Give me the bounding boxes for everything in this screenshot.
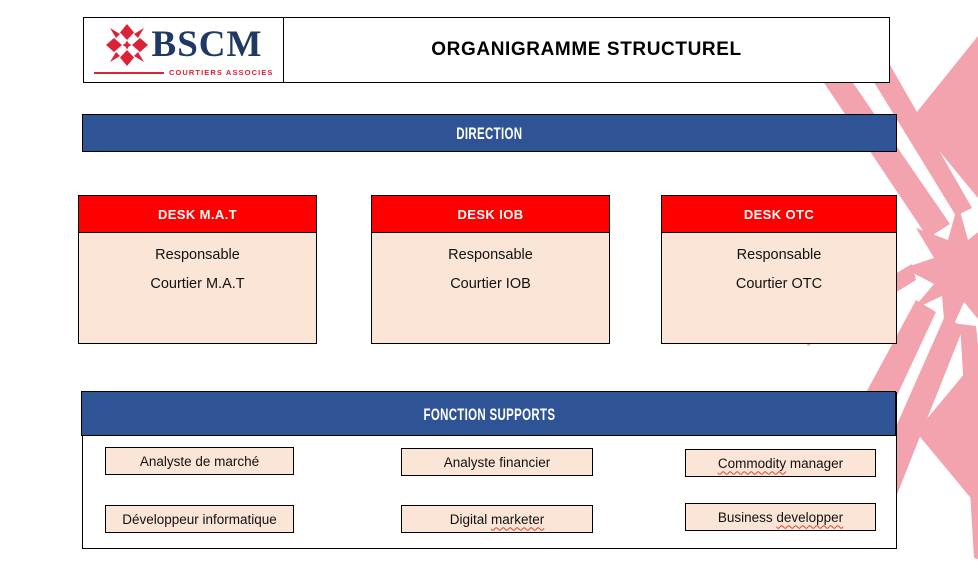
bscm-star-icon (105, 24, 148, 66)
support-item-misspelled: Commodity (717, 455, 787, 471)
logo-tagline: COURTIERS ASSOCIES (168, 68, 274, 77)
desk-otc-box: DESK OTC Responsable Courtier OTC (661, 195, 897, 344)
brand-name: BSCM (151, 24, 263, 66)
support-item-business-developper: Business developper (685, 503, 876, 531)
desk-iob-role-courtier: Courtier IOB (450, 276, 531, 292)
desk-iob-box: DESK IOB Responsable Courtier IOB (371, 195, 610, 344)
support-item-text: Développeur informatique (122, 511, 277, 527)
fonction-supports-label: FONCTION SUPPORTS (422, 404, 555, 424)
support-item-digital-marketer: Digital marketer (401, 505, 593, 533)
support-item-misspelled: marketer (491, 511, 545, 527)
logo-bottom-row: COURTIERS ASSOCIES (93, 68, 274, 77)
support-item-text: Analyste de marché (139, 453, 260, 469)
support-item-text: Business (717, 509, 777, 525)
desk-iob-body: Responsable Courtier IOB (372, 233, 609, 292)
support-item-misspelled: developper (776, 509, 844, 525)
desk-mat-role-responsable: Responsable (155, 247, 240, 263)
fonction-supports-box: FONCTION SUPPORTS Analyste de marché Ana… (81, 391, 897, 549)
header: BSCM COURTIERS ASSOCIES ORGANIGRAMME STR… (83, 17, 890, 83)
logo-rule (93, 71, 164, 74)
desk-iob-title: DESK IOB (372, 196, 609, 233)
support-item-text: manager (786, 455, 844, 471)
direction-label: DIRECTION (456, 123, 523, 143)
fonction-supports-bar: FONCTION SUPPORTS (81, 391, 897, 437)
desk-otc-role-responsable: Responsable (736, 247, 822, 263)
desk-otc-body: Responsable Courtier OTC (662, 233, 896, 292)
desk-iob-role-responsable: Responsable (448, 247, 533, 263)
support-item-developpeur-informatique: Développeur informatique (105, 505, 294, 533)
logo-top-row: BSCM (105, 23, 263, 67)
desk-mat-role-courtier: Courtier M.A.T (150, 276, 245, 292)
desk-mat-box: DESK M.A.T Responsable Courtier M.A.T (78, 195, 317, 344)
support-item-analyste-marche: Analyste de marché (105, 447, 294, 475)
desk-mat-title: DESK M.A.T (79, 196, 316, 233)
page-title: ORGANIGRAMME STRUCTUREL (431, 39, 742, 60)
support-item-text: Digital (449, 511, 491, 527)
support-item-analyste-financier: Analyste financier (401, 448, 593, 476)
support-item-commodity-manager: Commodity manager (685, 449, 876, 477)
desk-otc-title: DESK OTC (662, 196, 896, 233)
direction-bar: DIRECTION (82, 114, 897, 152)
desk-otc-role-courtier: Courtier OTC (735, 276, 823, 292)
bscm-logo: BSCM COURTIERS ASSOCIES (84, 18, 284, 82)
desk-mat-body: Responsable Courtier M.A.T (79, 233, 316, 292)
support-item-text: Analyste financier (443, 454, 551, 470)
